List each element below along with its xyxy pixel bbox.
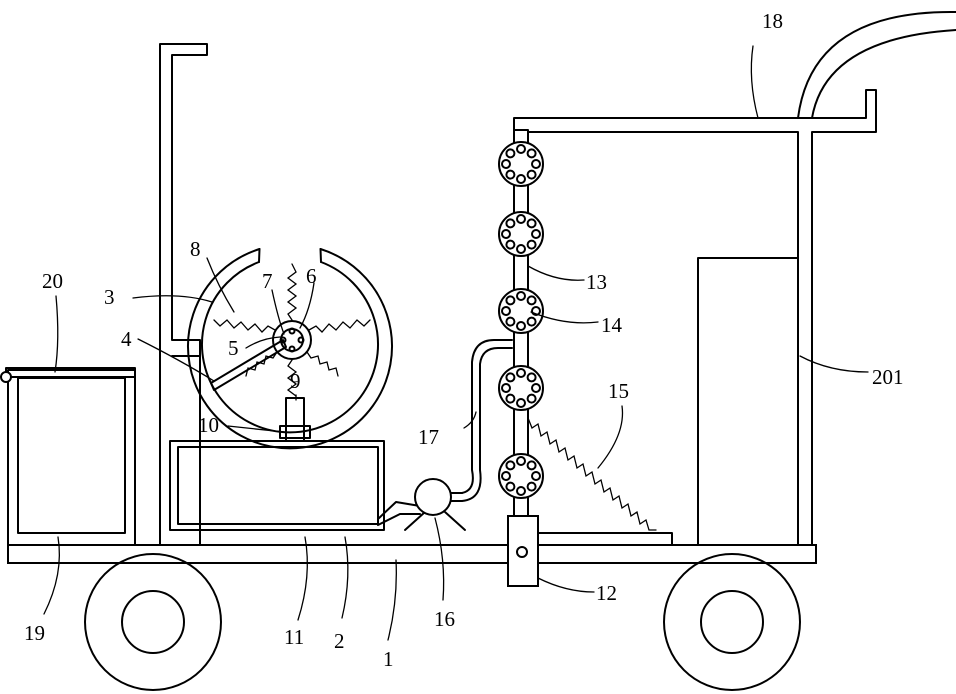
spray-nozzle <box>499 142 543 186</box>
label-16: 16 <box>434 607 455 631</box>
right-frame <box>514 90 876 545</box>
vertical-shaft <box>280 398 310 441</box>
spray-nozzle <box>499 289 543 333</box>
label-19: 19 <box>24 621 45 645</box>
label-14: 14 <box>601 313 623 337</box>
base-plate <box>8 545 816 563</box>
part-labels: 18 20 3 4 8 7 6 5 9 10 17 13 14 15 201 1… <box>24 9 904 671</box>
label-11: 11 <box>284 625 304 649</box>
label-4: 4 <box>121 327 132 351</box>
motor-box <box>170 441 384 530</box>
right-wheel <box>664 554 800 690</box>
storage-box <box>1 368 135 545</box>
spray-nozzle <box>499 212 543 256</box>
spray-nozzle <box>499 366 543 410</box>
label-17: 17 <box>418 425 439 449</box>
label-5: 5 <box>228 336 239 360</box>
label-13: 13 <box>586 270 607 294</box>
label-9: 9 <box>290 369 301 393</box>
left-wheel <box>85 554 221 690</box>
label-6: 6 <box>306 264 317 288</box>
rotor-hub <box>273 321 311 359</box>
label-1: 1 <box>383 647 394 671</box>
water-tank <box>698 258 798 545</box>
support-spring <box>528 418 656 530</box>
label-12: 12 <box>596 581 617 605</box>
label-20: 20 <box>42 269 63 293</box>
spray-nozzles <box>499 142 543 498</box>
label-201: 201 <box>872 365 904 389</box>
handle-frame <box>160 44 207 545</box>
label-18: 18 <box>762 9 783 33</box>
ramp-plate <box>538 533 672 545</box>
label-7: 7 <box>262 269 273 293</box>
slider-block <box>508 516 538 586</box>
label-8: 8 <box>190 237 201 261</box>
water-pump <box>378 479 465 530</box>
spray-nozzle <box>499 454 543 498</box>
label-10: 10 <box>198 413 219 437</box>
label-2: 2 <box>334 629 345 653</box>
label-15: 15 <box>608 379 629 403</box>
label-3: 3 <box>104 285 115 309</box>
